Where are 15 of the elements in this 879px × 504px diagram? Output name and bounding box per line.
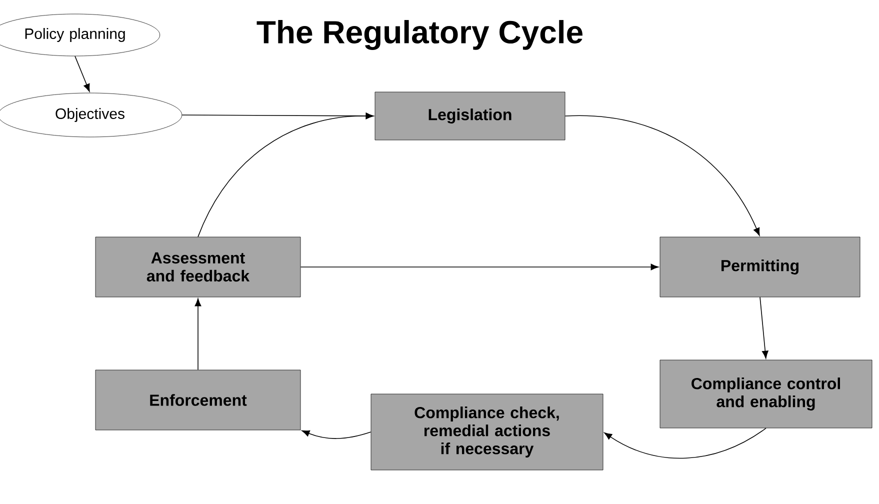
arrow (300, 264, 659, 270)
process-box: Compliance check, remedial actions if necessary (370, 394, 604, 470)
process-box: Permitting (660, 236, 860, 298)
arrow (564, 115, 760, 236)
process-box: Compliance control and enabling (660, 360, 872, 428)
arrow (604, 428, 766, 458)
arrow (74, 56, 90, 92)
process-box: Assessment and feedback (95, 236, 301, 298)
title: The Regulatory Cycle (256, 20, 582, 50)
process-box: Enforcement (95, 370, 301, 430)
arrow (302, 430, 372, 439)
arrow (198, 112, 374, 238)
process-box: Legislation (374, 92, 566, 140)
arrow (760, 296, 768, 359)
arrow (194, 298, 202, 370)
